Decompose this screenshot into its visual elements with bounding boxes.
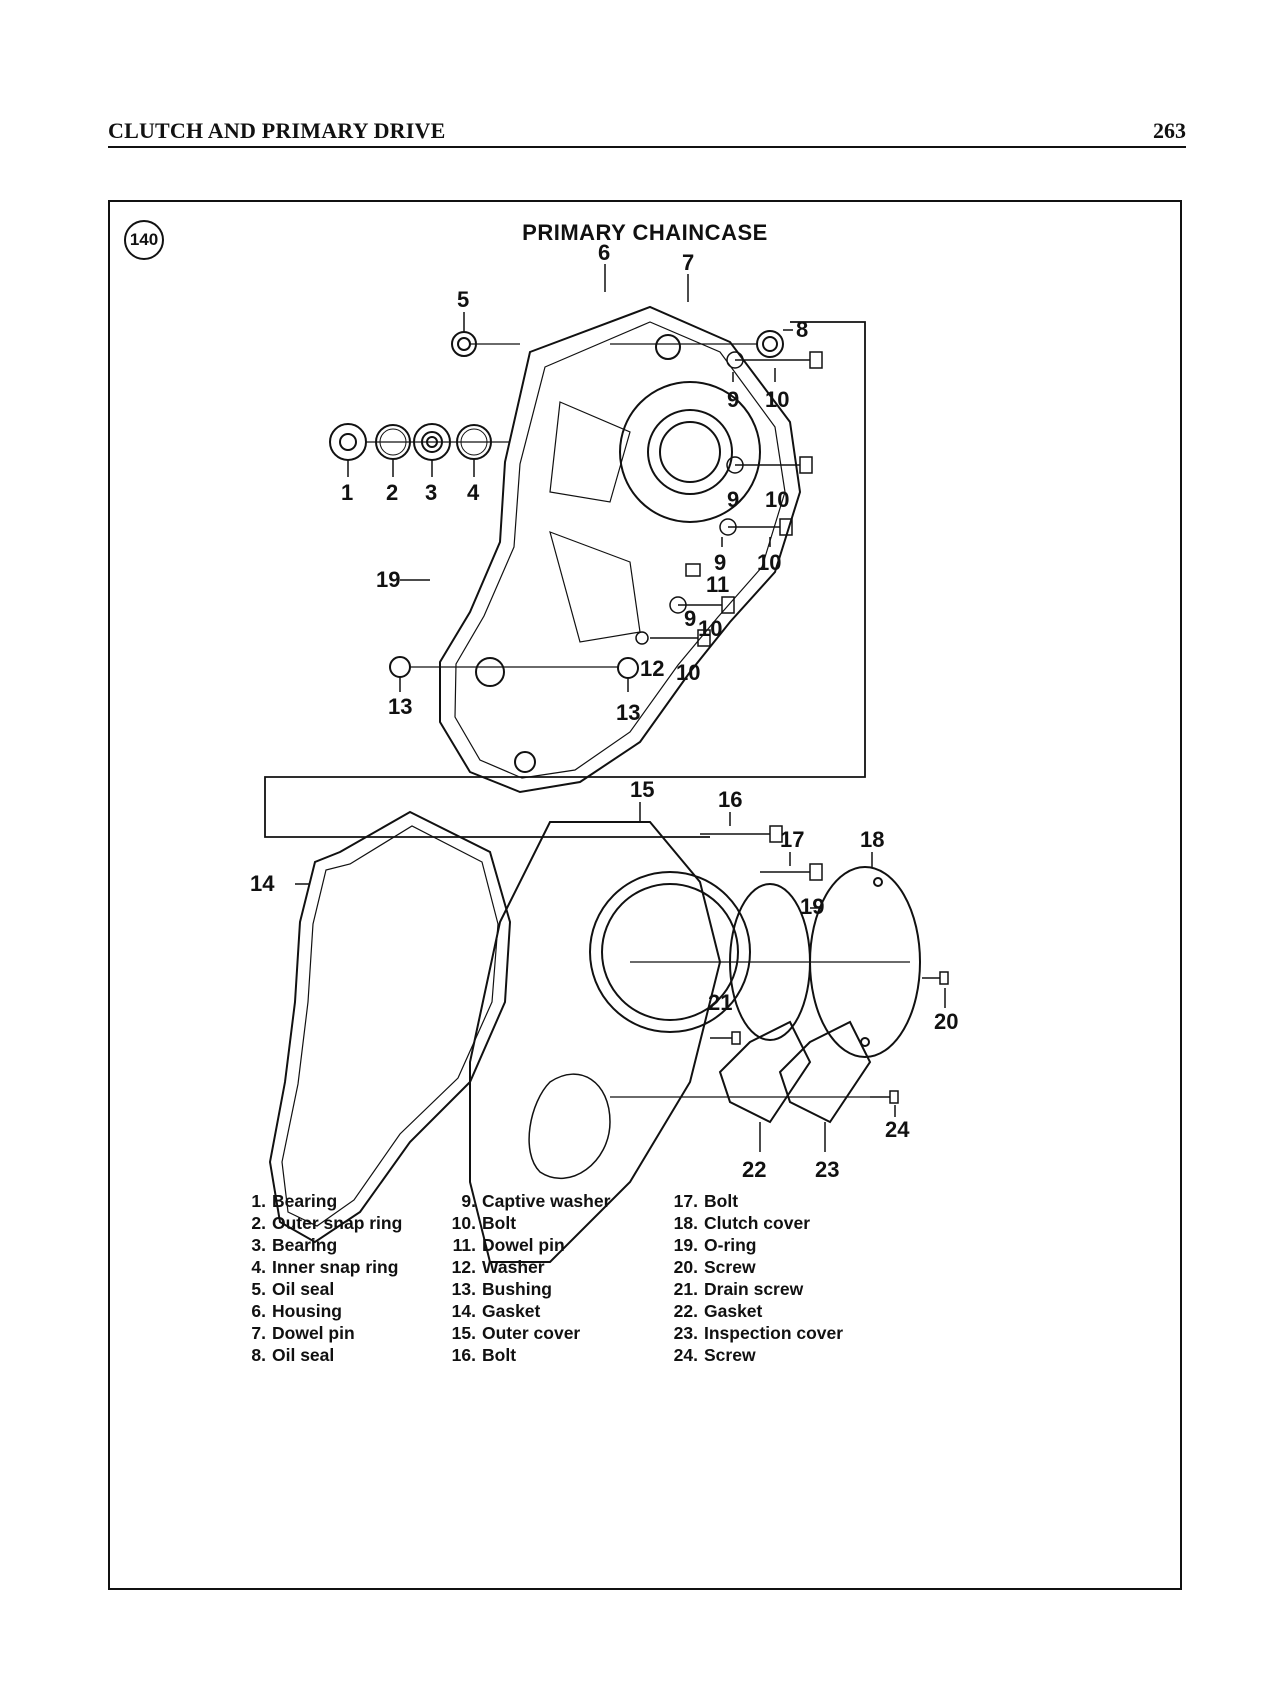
legend-item: 13.Bushing [451, 1279, 552, 1299]
legend-item: 8.Oil seal [251, 1345, 335, 1365]
figure-number-badge: 140 [124, 220, 164, 260]
bearing-1 [329, 423, 367, 461]
legend-item: 7.Dowel pin [251, 1323, 355, 1343]
callout-13-left: 13 [388, 694, 412, 719]
legend-item: 18.Clutch cover [673, 1213, 810, 1233]
callout-20: 20 [934, 1009, 958, 1034]
bushing-13-left [389, 656, 411, 678]
legend-item: 1.Bearing [251, 1191, 338, 1211]
callout-23: 23 [815, 1157, 839, 1182]
legend-column-3: 17.Bolt 18.Clutch cover 19.O-ring 20.Scr… [668, 1190, 908, 1366]
legend-item: 4.Inner snap ring [251, 1257, 399, 1277]
clutch-cover-18 [809, 866, 921, 1058]
callout-9b: 9 [727, 487, 739, 512]
legend-item: 12.Washer [451, 1257, 545, 1277]
bolt-set [635, 351, 823, 647]
outer-cover-15 [469, 821, 722, 1263]
oil-seal-8 [756, 330, 784, 358]
legend-item: 17.Bolt [673, 1191, 739, 1211]
exploded-diagram: 1 2 3 4 5 6 7 8 9 10 9 10 9 10 11 9 10 1… [250, 240, 958, 1263]
gasket-14 [268, 810, 512, 1244]
figure-frame: 140 PRIMARY CHAINCASE [108, 200, 1182, 1590]
callout-10b: 10 [765, 487, 789, 512]
callout-3: 3 [425, 480, 437, 505]
page-number: 263 [1153, 118, 1186, 143]
callout-5: 5 [457, 287, 469, 312]
chapter-title: CLUTCH AND PRIMARY DRIVE [108, 118, 446, 143]
legend-item: 15.Outer cover [451, 1323, 581, 1343]
callout-4: 4 [467, 480, 480, 505]
parts-legend: 1.Bearing 2.Outer snap ring 3.Bearing 4.… [236, 1190, 1036, 1366]
callout-19a: 19 [376, 567, 400, 592]
legend-column-2: 9.Captive washer 10.Bolt 11.Dowel pin 12… [446, 1190, 668, 1366]
callout-10a: 10 [765, 387, 789, 412]
callout-1: 1 [341, 480, 353, 505]
gasket-22 [718, 1020, 812, 1124]
legend-item: 20.Screw [673, 1257, 756, 1277]
legend-item: 16.Bolt [451, 1345, 517, 1365]
callout-9d: 9 [684, 606, 696, 631]
callout-16: 16 [718, 787, 742, 812]
legend-item: 5.Oil seal [251, 1279, 335, 1299]
legend-item: 14.Gasket [451, 1301, 541, 1321]
callout-10c: 10 [757, 550, 781, 575]
callout-22: 22 [742, 1157, 766, 1182]
legend-item: 6.Housing [251, 1301, 342, 1321]
callout-10e: 10 [676, 660, 700, 685]
legend-item: 3.Bearing [251, 1235, 338, 1255]
figure-title: PRIMARY CHAINCASE [522, 220, 768, 245]
callout-9a: 9 [727, 387, 739, 412]
legend-item: 2.Outer snap ring [251, 1213, 403, 1233]
legend-column-1: 1.Bearing 2.Outer snap ring 3.Bearing 4.… [236, 1190, 446, 1366]
callout-24: 24 [885, 1117, 910, 1142]
legend-item: 11.Dowel pin [452, 1235, 565, 1255]
callout-21: 21 [708, 990, 732, 1015]
callout-12: 12 [640, 656, 664, 681]
page-header: CLUTCH AND PRIMARY DRIVE 263 [108, 118, 1186, 148]
callout-14: 14 [250, 871, 275, 896]
callout-9c: 9 [714, 550, 726, 575]
callout-18: 18 [860, 827, 884, 852]
callout-13-right: 13 [616, 700, 640, 725]
callout-19b: 19 [800, 894, 824, 919]
legend-item: 24.Screw [673, 1345, 756, 1365]
callout-6: 6 [598, 240, 610, 265]
callout-10d: 10 [698, 616, 722, 641]
callout-15: 15 [630, 777, 654, 802]
callout-17: 17 [780, 827, 804, 852]
callout-7: 7 [682, 250, 694, 275]
legend-item: 9.Captive washer [461, 1191, 611, 1211]
inspection-cover-23 [778, 1020, 872, 1124]
callout-2: 2 [386, 480, 398, 505]
legend-item: 23.Inspection cover [673, 1323, 844, 1343]
callout-8: 8 [796, 317, 808, 342]
legend-item: 10.Bolt [451, 1213, 517, 1233]
legend-item: 21.Drain screw [673, 1279, 804, 1299]
legend-item: 19.O-ring [673, 1235, 757, 1255]
bushing-13-right [617, 657, 639, 679]
callout-11: 11 [706, 572, 729, 597]
legend-item: 22.Gasket [673, 1301, 763, 1321]
